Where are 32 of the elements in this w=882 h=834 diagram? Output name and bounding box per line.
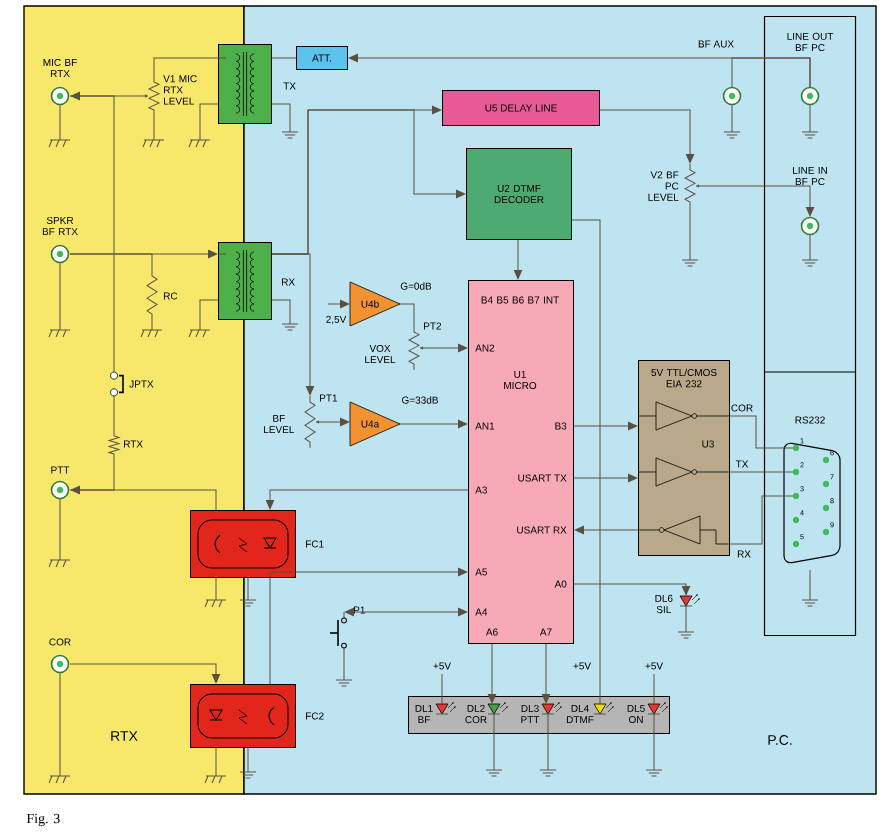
signal-arrow [327,299,350,309]
wire [729,495,794,545]
signal-arrow [269,567,468,685]
signal-arrow [541,643,551,704]
wire [69,253,153,271]
signal-arrow [574,525,639,535]
signal-arrow [573,473,638,483]
signal-arrow [399,419,468,429]
wire [729,471,794,473]
signal-arrow [321,417,350,427]
signal-arrow [599,109,695,164]
wire [69,95,115,373]
signal-arrow [265,489,469,510]
signal-arrow [513,239,523,280]
wire [69,459,115,491]
wire [113,395,115,431]
signal-arrow [573,421,638,431]
signal-arrow [425,343,468,353]
wire [271,57,297,59]
signal-arrow [271,253,315,396]
wire [731,57,811,88]
wire [399,303,415,327]
signal-arrow [573,583,691,596]
signal-arrow [70,485,217,511]
signal-arrow [69,663,221,684]
wire [729,415,794,449]
signal-arrow [344,607,468,617]
signal-arrow [701,185,815,217]
wire [571,219,601,705]
signal-arrow [487,643,497,704]
signal-arrow [70,91,143,101]
wire [153,57,219,77]
